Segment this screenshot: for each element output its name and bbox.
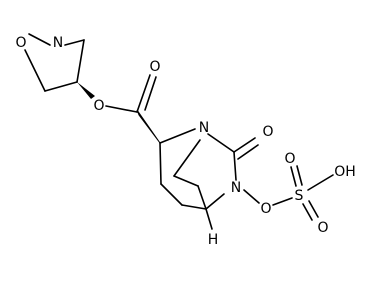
bicyclic-core: [159, 128, 259, 230]
bond: [144, 76, 157, 111]
bond: [136, 74, 151, 113]
bond: [207, 133, 235, 153]
bond: [233, 151, 237, 181]
bond: [181, 204, 207, 210]
atom-label: N: [53, 35, 63, 51]
atom-label: H: [208, 232, 219, 248]
atom-label: S: [295, 188, 304, 204]
bond: [105, 105, 138, 113]
atom-label: O: [149, 59, 160, 75]
bond: [307, 174, 334, 191]
atom-label: O: [262, 124, 273, 140]
atom-label: OH: [334, 164, 356, 180]
bond: [64, 39, 85, 46]
bond: [76, 39, 85, 83]
bond: [302, 203, 313, 221]
bond: [44, 81, 78, 92]
bond: [197, 185, 207, 210]
atom-label: O: [93, 98, 104, 114]
atom-label: O: [284, 151, 295, 167]
wedge-bond: [77, 82, 95, 99]
bond: [272, 197, 293, 206]
atom-label: O: [260, 201, 271, 217]
bond: [290, 166, 297, 187]
bond: [159, 142, 162, 185]
sulfate-group: [243, 165, 334, 221]
bond: [173, 175, 199, 187]
bond: [233, 137, 256, 153]
wedge-bond: [136, 109, 161, 144]
isoxazolidine-ring: [24, 33, 85, 92]
bond: [160, 183, 183, 206]
atom-label: N: [199, 120, 209, 136]
bond: [28, 33, 51, 46]
ester-group: [105, 74, 157, 113]
bond: [243, 189, 260, 204]
bond: [237, 144, 259, 160]
atom-label: O: [15, 35, 26, 51]
bond: [173, 139, 201, 177]
atom-label: N: [231, 180, 241, 196]
bond: [205, 193, 225, 210]
bond: [205, 208, 213, 230]
bond: [24, 49, 46, 92]
bond: [308, 200, 319, 218]
atom-label: O: [317, 220, 328, 236]
bond: [296, 165, 303, 186]
bond: [159, 128, 196, 144]
